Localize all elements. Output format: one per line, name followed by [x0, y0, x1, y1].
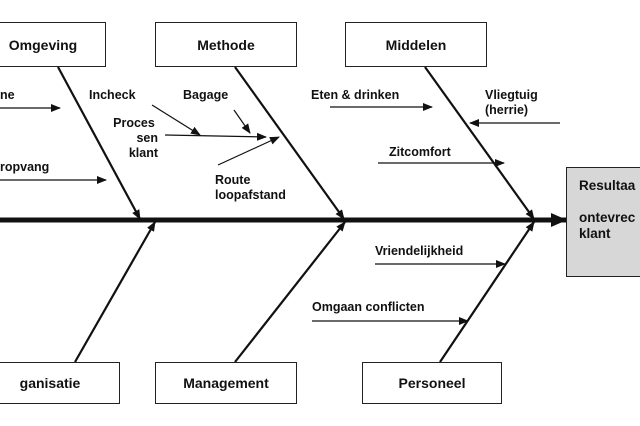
- arrow-bagage: [233, 109, 251, 134]
- cause-proces-line-1: Proces: [113, 116, 155, 130]
- category-organisatie: ganisatie: [0, 362, 120, 404]
- cause-proces: Proces sen klant: [104, 116, 164, 161]
- bone-organisatie: [74, 221, 156, 363]
- cause-bagage: Bagage: [183, 88, 229, 102]
- cause-omgeving-1: ne: [0, 88, 15, 102]
- cause-eten-drinken: Eten & drinken: [311, 88, 400, 102]
- result-line-1: ontevrec: [579, 210, 636, 225]
- arrow-incheck: [151, 104, 201, 136]
- bone-omgeving: [57, 66, 141, 220]
- result-line-2: klant: [579, 226, 611, 241]
- result-box: Resultaa ontevrec klant: [566, 167, 640, 277]
- cause-incheck: Incheck: [89, 88, 136, 102]
- cause-route: Route loopafstand: [215, 173, 286, 203]
- bone-personeel: [439, 221, 535, 363]
- cause-vliegtuig: Vliegtuig (herrie): [485, 88, 538, 118]
- bone-management: [234, 221, 346, 363]
- category-middelen: Middelen: [345, 22, 487, 67]
- bone-middelen: [424, 66, 535, 220]
- cause-proces-line-3: klant: [128, 146, 158, 160]
- category-omgeving: Omgeving: [0, 22, 106, 67]
- cause-zitcomfort: Zitcomfort: [389, 145, 451, 159]
- category-personeel: Personeel: [362, 362, 502, 404]
- cause-vliegtuig-line-1: Vliegtuig: [485, 88, 538, 102]
- category-management: Management: [155, 362, 297, 404]
- cause-vliegtuig-line-2: (herrie): [485, 103, 529, 117]
- cause-proces-line-2: sen: [136, 131, 158, 145]
- result-title: Resultaa: [579, 178, 636, 193]
- cause-route-line-1: Route: [215, 173, 251, 187]
- arrow-route: [217, 136, 280, 166]
- cause-omgeving-2: ropvang: [0, 160, 50, 174]
- cause-vriendelijkheid: Vriendelijkheid: [375, 244, 464, 258]
- arrow-proces: [164, 132, 267, 141]
- cause-route-line-2: loopafstand: [215, 188, 286, 202]
- cause-omgaan-conflicten: Omgaan conflicten: [312, 300, 425, 314]
- category-methode: Methode: [155, 22, 297, 67]
- bone-methode: [234, 66, 345, 220]
